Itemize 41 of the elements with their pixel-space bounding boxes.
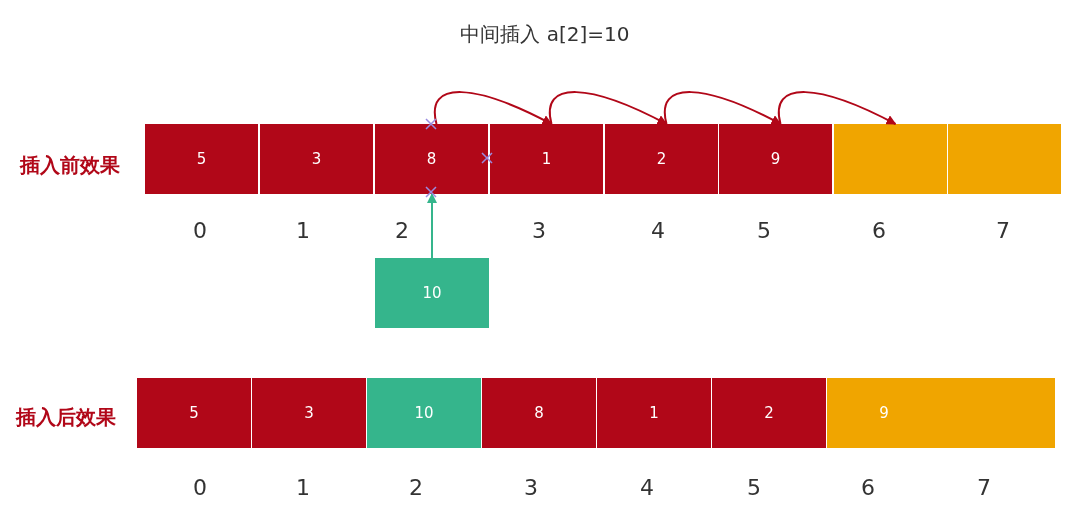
index-number: 7	[996, 217, 1010, 243]
arrow	[427, 193, 437, 259]
arrow	[777, 91, 897, 125]
array-cell: 2	[712, 378, 826, 448]
array-cell	[948, 124, 1061, 194]
array-cell: 8	[375, 124, 488, 194]
row-label: 插入前效果	[20, 151, 120, 179]
array-cell: 1	[597, 378, 711, 448]
index-number: 0	[193, 474, 207, 500]
title: 中间插入 a[2]=10	[460, 20, 630, 48]
array-cell: 9	[719, 124, 832, 194]
array-cell: 10	[367, 378, 481, 448]
index-number: 2	[409, 474, 423, 500]
array-cell: 9	[827, 378, 941, 448]
array-cell: 1	[490, 124, 603, 194]
array-cell: 2	[605, 124, 718, 194]
index-number: 4	[651, 217, 665, 243]
index-number: 5	[747, 474, 761, 500]
index-number: 7	[977, 474, 991, 500]
array-cell	[834, 124, 947, 194]
row-label: 插入后效果	[16, 403, 116, 431]
index-number: 3	[524, 474, 538, 500]
index-number: 4	[640, 474, 654, 500]
index-number: 2	[395, 217, 409, 243]
index-number: 0	[193, 217, 207, 243]
new-element-box: 10	[375, 258, 489, 328]
arrow	[548, 91, 668, 125]
index-number: 3	[532, 217, 546, 243]
array-cell: 5	[137, 378, 251, 448]
index-number: 6	[872, 217, 886, 243]
index-number: 1	[296, 217, 310, 243]
index-number: 1	[296, 474, 310, 500]
array-cell: 5	[145, 124, 258, 194]
array-cell: 8	[482, 378, 596, 448]
array-cell: 3	[252, 378, 366, 448]
arrow	[433, 91, 553, 125]
arrow	[663, 91, 782, 125]
array-cell	[941, 378, 1055, 448]
array-cell: 3	[260, 124, 373, 194]
index-number: 6	[861, 474, 875, 500]
index-number: 5	[757, 217, 771, 243]
